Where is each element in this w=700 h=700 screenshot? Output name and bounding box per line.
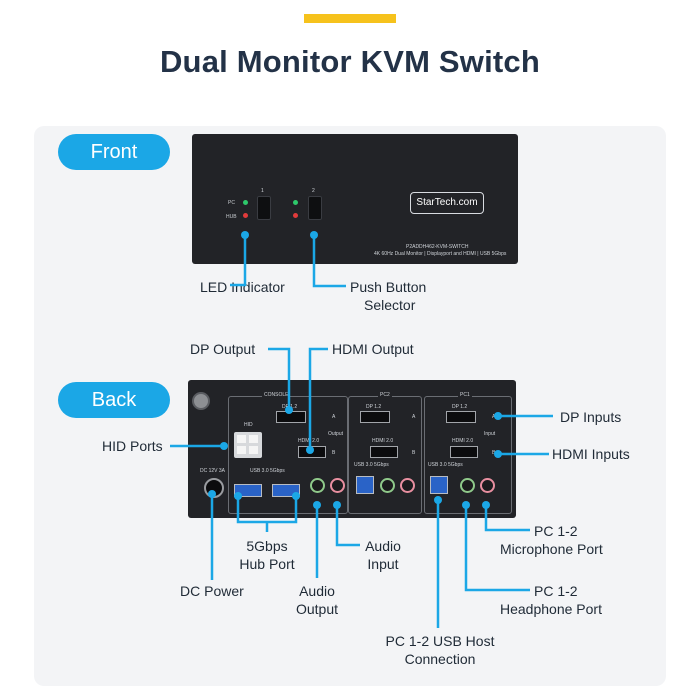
hdmi-console-label: HDMI 2.0 (298, 438, 320, 444)
hdmi-pc2-label: HDMI 2.0 (372, 438, 394, 444)
callout-hub-1: 5Gbps (246, 538, 288, 554)
pc2-hdmi-port[interactable] (370, 446, 398, 458)
b-label-2: B (412, 450, 416, 456)
hdmi-pc1-label: HDMI 2.0 (452, 438, 474, 444)
led-pc-label: PC (228, 200, 235, 206)
a-label-2: A (412, 414, 416, 420)
push-button-2[interactable] (308, 196, 322, 220)
led-pc-1 (243, 200, 248, 205)
pc2-microphone-jack[interactable] (400, 478, 415, 493)
callout-hub-2: Hub Port (239, 556, 295, 572)
pc1-dp-port[interactable] (446, 411, 476, 423)
pc2-headphone-jack[interactable] (380, 478, 395, 493)
callout-mic-2: Microphone Port (500, 541, 603, 557)
usb30-pc2-label: USB 3.0 5Gbps (354, 462, 389, 468)
leader-push (312, 235, 346, 288)
input-label: Input (484, 431, 496, 437)
callout-usb-host-2: Connection (404, 651, 476, 667)
led-hub-label: HUB (226, 214, 237, 220)
dc-label: DC 12V 3A (200, 468, 226, 474)
a-label-3: A (492, 414, 496, 420)
leader-headphone (464, 505, 530, 592)
push-button-1[interactable] (257, 196, 271, 220)
callout-audio-input-2: Input (367, 556, 399, 572)
callout-usb-host-1: PC 1-2 USB Host (385, 633, 495, 649)
accent-bar (304, 14, 396, 23)
callout-audio-output-1: Audio (299, 583, 335, 599)
leader-mic (484, 505, 530, 532)
hid-ports[interactable] (234, 432, 262, 458)
a-label-1: A (332, 414, 336, 420)
callout-dp-output: DP Output (190, 341, 256, 357)
callout-dc-power: DC Power (180, 583, 244, 599)
pc2-label: PC2 (378, 392, 392, 398)
front-pill: Front (58, 134, 170, 170)
console-label: CONSOLE (262, 392, 291, 398)
kvm-front-panel: PC HUB 1 2 StarTech.com P2ADDH462-KVM-SW… (192, 134, 518, 264)
pc1-headphone-jack[interactable] (460, 478, 475, 493)
pc2-dp-port[interactable] (360, 411, 390, 423)
leader-audio-in (335, 505, 360, 547)
leader-hub (236, 496, 298, 532)
kvm-back-panel: CONSOLE PC2 PC1 HID DC 12V 3A DP 1.2 A O… (188, 380, 516, 518)
model-label: P2ADDH462-KVM-SWITCH (406, 244, 469, 250)
button-2-label: 2 (312, 188, 315, 194)
pc2-usb-host-port[interactable] (356, 476, 374, 494)
callout-led-indicator: LED Indicator (200, 279, 285, 295)
ground-screw-icon (192, 392, 210, 410)
callout-mic-1: PC 1-2 (534, 523, 578, 539)
usb30-hub-label: USB 3.0 5Gbps (250, 468, 285, 474)
back-pill: Back (58, 382, 170, 418)
b-label-1: B (332, 450, 336, 456)
led-pc-2 (293, 200, 298, 205)
pc1-usb-host-port[interactable] (430, 476, 448, 494)
callout-hdmi-inputs: HDMI Inputs (552, 446, 630, 462)
callout-hid-ports: HID Ports (102, 438, 163, 454)
audio-output-jack[interactable] (310, 478, 325, 493)
page-title: Dual Monitor KVM Switch (159, 44, 541, 79)
brand-logo: StarTech.com (410, 192, 484, 214)
callout-selector: Selector (364, 297, 416, 313)
led-hub-2 (293, 213, 298, 218)
led-hub-1 (243, 213, 248, 218)
callout-hp-1: PC 1-2 (534, 583, 578, 599)
leader-hdmi-output (308, 347, 328, 450)
pc1-microphone-jack[interactable] (480, 478, 495, 493)
callout-audio-input-1: Audio (365, 538, 401, 554)
callout-hp-2: Headphone Port (500, 601, 602, 617)
callout-push-button: Push Button (350, 279, 427, 295)
dp12-pc2-label: DP 1.2 (366, 404, 382, 410)
b-label-3: B (492, 450, 496, 456)
dp12-pc1-label: DP 1.2 (452, 404, 468, 410)
pc1-label: PC1 (458, 392, 472, 398)
callout-dp-inputs: DP Inputs (560, 409, 622, 425)
button-1-label: 1 (261, 188, 264, 194)
pc1-hdmi-port[interactable] (450, 446, 478, 458)
usb30-pc1-label: USB 3.0 5Gbps (428, 462, 463, 468)
hid-label: HID (244, 422, 253, 428)
callout-audio-output-2: Output (295, 601, 339, 617)
model-description: 4K 60Hz Dual Monitor | Displayport and H… (374, 251, 507, 257)
leader-dp-output (268, 347, 291, 410)
callout-hdmi-output: HDMI Output (332, 341, 414, 357)
leader-led (230, 235, 247, 287)
output-label: Output (328, 431, 344, 437)
audio-input-jack[interactable] (330, 478, 345, 493)
